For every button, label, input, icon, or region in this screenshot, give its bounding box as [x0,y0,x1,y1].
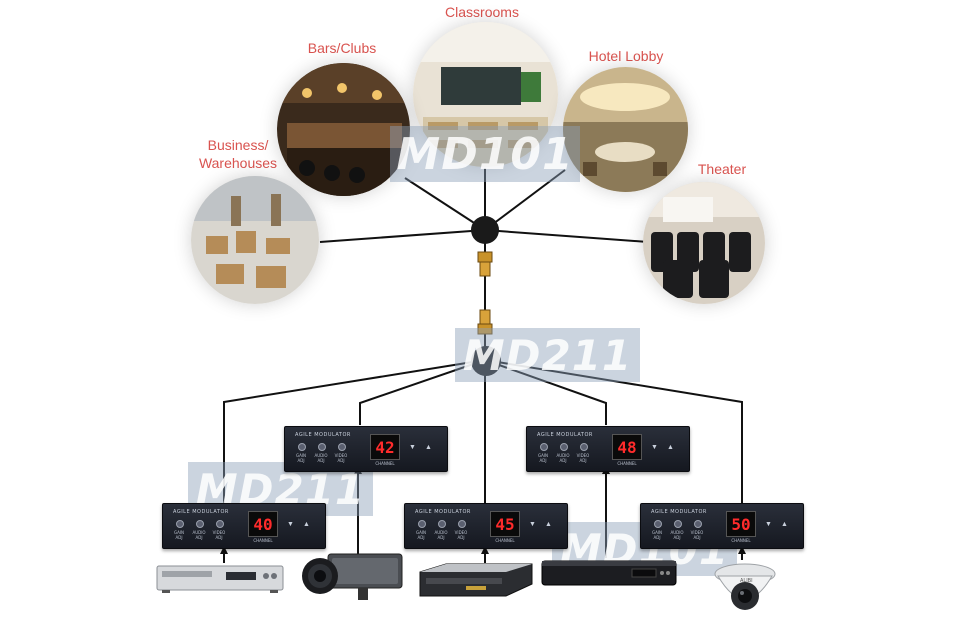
receiver-icon [540,557,678,594]
channel-down-icon[interactable]: ▼ [765,521,772,528]
link-theater [484,229,649,243]
modulator-title: AGILE MODULATOR [173,509,229,515]
splitter-hub-upper [471,216,499,244]
knob-label-video: VIDEO ADJ [334,453,348,463]
channel-up-icon[interactable]: ▲ [781,521,788,528]
theater-photo [643,182,765,304]
knob-label-video: VIDEO ADJ [690,530,704,540]
watermark-md101-top: MD101 [390,126,580,182]
agile-modulator-50: AGILE MODULATOR GAIN ADJ AUDIO ADJ VIDEO… [640,503,804,549]
channel-label: CHANNEL [375,461,395,466]
channel-down-icon[interactable]: ▼ [287,521,294,528]
hotel-lobby-photo [563,67,688,192]
warehouse-photo [191,176,319,304]
knob-label-audio: AUDIO ADJ [314,453,328,463]
channel-display: 42 [370,434,400,460]
audio-knob[interactable] [318,443,326,451]
arrow-45 [481,546,489,554]
venue-label-bars: Bars/Clubs [307,40,377,56]
knob-label-gain: GAIN ADJ [295,453,306,463]
arrow-40 [220,546,228,554]
venue-label-business: Business/ Warehouses [188,136,288,172]
set-top-box-icon [416,562,536,605]
gain-knob[interactable] [298,443,306,451]
arrow-50 [738,546,746,554]
venue-label-theater: Theater [697,161,747,177]
modulator-title: AGILE MODULATOR [651,509,707,515]
link-bars [404,177,486,231]
video-knob[interactable] [458,520,466,528]
channel-up-icon[interactable]: ▲ [667,444,674,451]
venue-label-business-line2: Warehouses [198,155,278,171]
knob-label-audio: AUDIO ADJ [192,530,206,540]
knob-label-video: VIDEO ADJ [212,530,226,540]
knob-label-video: VIDEO ADJ [454,530,468,540]
modulator-title: AGILE MODULATOR [415,509,471,515]
link-mod-40 [223,359,486,503]
gain-knob[interactable] [418,520,426,528]
agile-modulator-45: AGILE MODULATOR GAIN ADJ AUDIO ADJ VIDEO… [404,503,568,549]
link-mod-48 [484,359,607,425]
channel-down-icon[interactable]: ▼ [651,444,658,451]
gain-knob[interactable] [176,520,184,528]
channel-label: CHANNEL [495,538,515,543]
knob-label-audio: AUDIO ADJ [670,530,684,540]
f-connector-upper [477,251,493,277]
channel-display: 45 [490,511,520,537]
video-knob[interactable] [694,520,702,528]
dvd-player-icon [156,562,286,599]
video-knob[interactable] [580,443,588,451]
link-business [319,229,486,243]
combiner-hub-lower [471,346,501,376]
knob-label-gain: GAIN ADJ [537,453,548,463]
classroom-photo [413,22,558,167]
video-knob[interactable] [216,520,224,528]
link-hotel [484,169,566,231]
channel-display: 40 [248,511,278,537]
channel-up-icon[interactable]: ▲ [425,444,432,451]
dome-camera-brand: ALIBI [740,578,753,584]
venue-label-classrooms: Classrooms [445,4,519,20]
knob-label-audio: AUDIO ADJ [434,530,448,540]
watermark-md211-middle: MD211 [455,328,640,382]
video-knob[interactable] [338,443,346,451]
knob-label-audio: AUDIO ADJ [556,453,570,463]
link-mod-50 [484,359,743,503]
gain-knob[interactable] [654,520,662,528]
channel-display: 48 [612,434,642,460]
knob-label-gain: GAIN ADJ [173,530,184,540]
agile-modulator-40: AGILE MODULATOR GAIN ADJ AUDIO ADJ VIDEO… [162,503,326,549]
modulator-title: AGILE MODULATOR [295,432,351,438]
venue-label-hotel: Hotel Lobby [588,48,664,64]
knob-label-video: VIDEO ADJ [576,453,590,463]
agile-modulator-42: AGILE MODULATOR GAIN ADJ AUDIO ADJ VIDEO… [284,426,448,472]
venue-label-business-line1: Business/ [207,137,269,153]
channel-up-icon[interactable]: ▲ [545,521,552,528]
gain-knob[interactable] [540,443,548,451]
channel-down-icon[interactable]: ▼ [409,444,416,451]
audio-knob[interactable] [196,520,204,528]
link-mod-42 [359,359,486,425]
channel-label: CHANNEL [253,538,273,543]
audio-knob[interactable] [438,520,446,528]
audio-knob[interactable] [674,520,682,528]
channel-display: 50 [726,511,756,537]
agile-modulator-48: AGILE MODULATOR GAIN ADJ AUDIO ADJ VIDEO… [526,426,690,472]
channel-up-icon[interactable]: ▲ [303,521,310,528]
channel-label: CHANNEL [731,538,751,543]
knob-label-gain: GAIN ADJ [415,530,426,540]
cctv-camera-icon [300,552,405,607]
audio-knob[interactable] [560,443,568,451]
channel-label: CHANNEL [617,461,637,466]
knob-label-gain: GAIN ADJ [651,530,662,540]
f-connector-lower [477,309,493,335]
dome-camera-icon: ALIBI [712,560,778,629]
modulator-title: AGILE MODULATOR [537,432,593,438]
channel-down-icon[interactable]: ▼ [529,521,536,528]
